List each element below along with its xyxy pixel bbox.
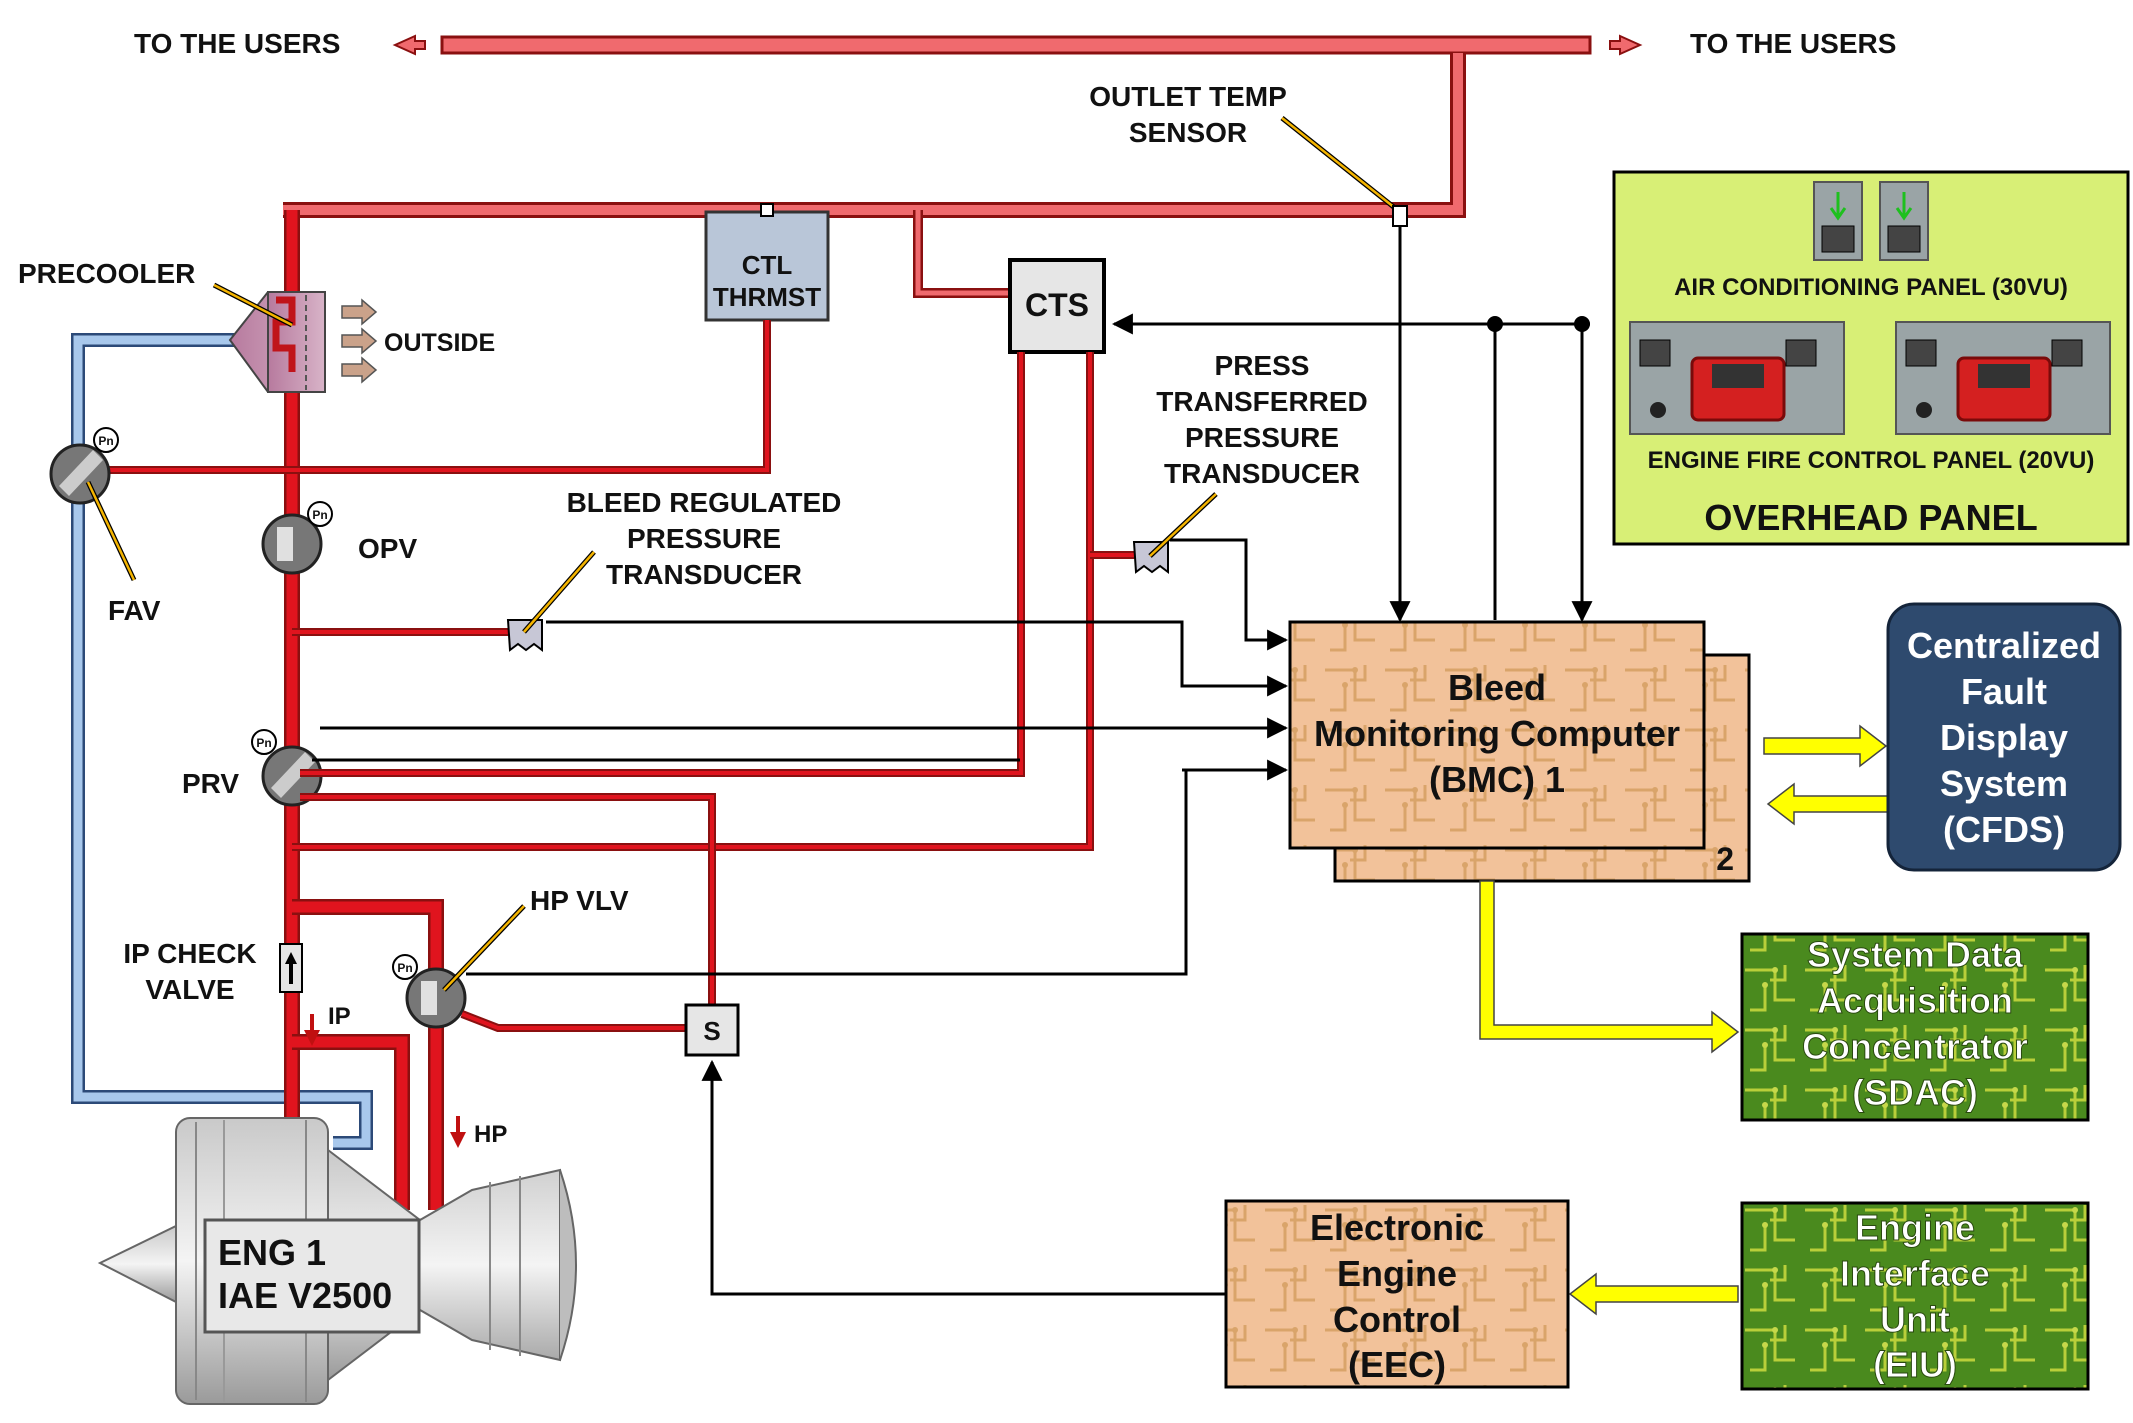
overhead-title: OVERHEAD PANEL	[1704, 497, 2037, 538]
precooler-label: PRECOOLER	[18, 258, 195, 289]
data-buses	[1479, 724, 1891, 1316]
engine-label-2: IAE V2500	[218, 1275, 392, 1316]
bleed-arrow-icon	[1895, 192, 1913, 221]
eec-label-2: Engine	[1337, 1253, 1457, 1294]
prv-label: PRV	[182, 768, 239, 799]
eiu-label-2: Interface	[1840, 1253, 1990, 1294]
eiu-box: Engine Interface Unit (EIU)	[1740, 1201, 2090, 1391]
bmc-label-1: Bleed	[1448, 667, 1546, 708]
opv-valve[interactable]: Pn	[261, 501, 333, 575]
press-transducer-label-1: PRESS	[1215, 350, 1310, 381]
cfds-label-5: (CFDS)	[1943, 809, 2065, 850]
sdac-box: System Data Acquisition Concentrator (SD…	[1740, 932, 2090, 1122]
bleed-pressure-transducer	[506, 619, 543, 652]
opv-label: OPV	[358, 533, 417, 564]
bmc-label-3: (BMC) 1	[1429, 759, 1565, 800]
eec-label-3: Control	[1333, 1299, 1461, 1340]
fav-valve[interactable]: Pn	[49, 427, 119, 505]
bleed-transducer-label-3: TRANSDUCER	[606, 559, 802, 590]
eiu-label-3: Unit	[1880, 1299, 1950, 1340]
bmc-2-label: 2	[1716, 841, 1734, 877]
bmc-1: Bleed Monitoring Computer (BMC) 1	[1288, 620, 1706, 850]
sdac-label-2: Acquisition	[1817, 980, 2013, 1021]
engine-illustration: ENG 1 IAE V2500	[97, 1117, 577, 1405]
solenoid-label: S	[703, 1016, 720, 1046]
to-users-left-label: TO THE USERS	[134, 28, 340, 59]
eiu-to-eec-arrow-icon	[1568, 1272, 1739, 1316]
cfds-label-4: System	[1940, 763, 2068, 804]
fav-label: FAV	[108, 595, 161, 626]
outside-arrow-icon	[341, 327, 378, 355]
bmc-to-cfds-arrow-icon	[1763, 724, 1888, 768]
bleed-arrow-icon	[1829, 192, 1847, 221]
bleed-transducer-label-1: BLEED REGULATED	[567, 487, 842, 518]
solenoid-box: S	[684, 1003, 740, 1057]
outlet-sensor-label-2: SENSOR	[1129, 117, 1247, 148]
outside-arrows	[341, 298, 378, 384]
overhead-panel: AIR CONDITIONING PANEL (30VU) ENGINE FIR…	[1612, 170, 2130, 546]
outside-arrow-icon	[341, 298, 378, 326]
ac-panel-label: AIR CONDITIONING PANEL (30VU)	[1674, 274, 2068, 301]
cfds-label-3: Display	[1940, 717, 2068, 758]
to-users-right-label: TO THE USERS	[1690, 28, 1896, 59]
prv-pn-label: Pn	[256, 736, 271, 750]
cfds-box: Centralized Fault Display System (CFDS)	[1886, 602, 2122, 872]
outlet-temp-sensor	[1392, 205, 1408, 227]
hp-pn-label: Pn	[397, 961, 412, 975]
cfds-label-1: Centralized	[1907, 625, 2101, 666]
left-user-arrow-icon	[392, 34, 426, 56]
hp-label: HP	[474, 1121, 507, 1148]
hp-arrow-icon	[450, 1116, 466, 1148]
cfds-to-bmc-arrow-icon	[1766, 782, 1891, 826]
precooler	[228, 291, 326, 393]
junction-dot	[1574, 316, 1590, 332]
eiu-label-1: Engine	[1855, 1207, 1975, 1248]
ctl-label: CTL	[742, 250, 793, 280]
ip-arrow-icon	[304, 1014, 320, 1046]
hp-vlv-label: HP VLV	[530, 885, 629, 916]
ctl-thermostat: CTL THRMST	[704, 203, 830, 322]
eec-label-1: Electronic	[1310, 1207, 1484, 1248]
cfds-label-2: Fault	[1961, 671, 2047, 712]
fav-pn-label: Pn	[98, 434, 113, 448]
sdac-label-3: Concentrator	[1802, 1026, 2028, 1067]
opv-pn-label: Pn	[312, 508, 327, 522]
engine-label-1: ENG 1	[218, 1232, 326, 1273]
bmc-label-2: Monitoring Computer	[1314, 713, 1680, 754]
bmc-to-sdac-arrow-icon	[1479, 880, 1740, 1054]
outside-label: OUTSIDE	[384, 329, 495, 357]
outlet-sensor-label-1: OUTLET TEMP	[1089, 81, 1287, 112]
bleed-transducer-label-2: PRESSURE	[627, 523, 781, 554]
ip-check-label-2: VALVE	[145, 974, 234, 1005]
signal-lines	[312, 226, 1593, 1296]
eiu-label-4: (EIU)	[1873, 1344, 1957, 1385]
eec-box: Electronic Engine Control (EEC)	[1224, 1199, 1570, 1389]
fire-panel-label: ENGINE FIRE CONTROL PANEL (20VU)	[1648, 447, 2095, 474]
user-duct	[283, 34, 1643, 218]
cts-box: CTS	[1008, 258, 1106, 354]
eec-label-4: (EEC)	[1348, 1344, 1446, 1385]
ip-label: IP	[328, 1003, 351, 1030]
press-transducer-label-2: TRANSFERRED	[1156, 386, 1368, 417]
ip-check-label-1: IP CHECK	[123, 938, 256, 969]
right-user-arrow-icon	[1609, 34, 1643, 56]
sdac-label-1: System Data	[1807, 934, 2024, 975]
cts-label: CTS	[1025, 287, 1089, 323]
junction-dot	[1487, 316, 1503, 332]
ip-check-valve	[279, 943, 303, 993]
prv-valve[interactable]: Pn	[251, 729, 323, 807]
sdac-label-4: (SDAC)	[1852, 1072, 1978, 1113]
thrmst-label: THRMST	[713, 282, 821, 312]
outside-arrow-icon	[341, 356, 378, 384]
press-transducer-label-3: PRESSURE	[1185, 422, 1339, 453]
press-transducer-label-4: TRANSDUCER	[1164, 458, 1360, 489]
